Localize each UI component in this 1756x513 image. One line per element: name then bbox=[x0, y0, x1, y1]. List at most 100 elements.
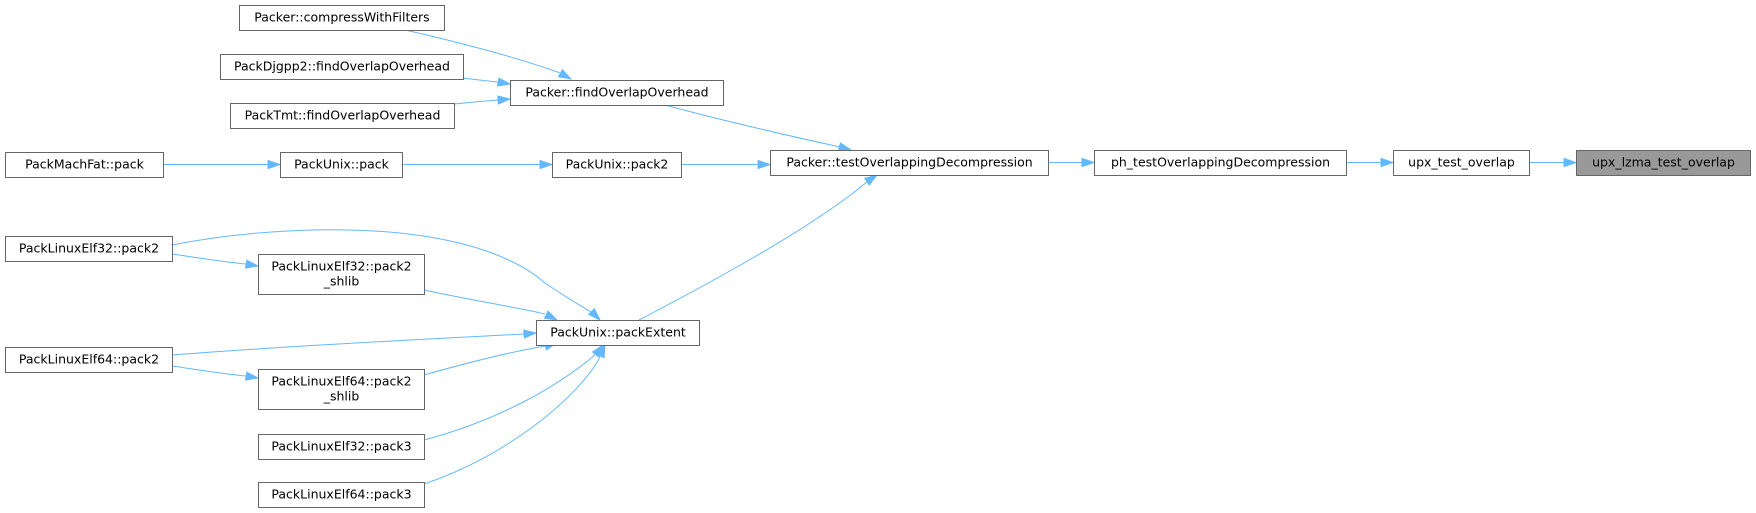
edge-arrowhead bbox=[496, 77, 512, 87]
node-box bbox=[1576, 150, 1751, 176]
edge-arrowhead bbox=[837, 142, 853, 152]
node-packlinuxelf32-pack2-shlib[interactable]: PackLinuxElf32::pack2_shlib bbox=[258, 254, 425, 295]
edge-arrowhead bbox=[497, 95, 512, 105]
node-label: PackUnix::packExtent bbox=[550, 325, 686, 340]
node-label: PackLinuxElf32::pack2 bbox=[19, 241, 159, 256]
node-packer-testoverlappingdecompression[interactable]: Packer::testOverlappingDecompression bbox=[770, 150, 1049, 176]
node-box bbox=[5, 236, 173, 262]
edge-packlinuxelf64-pack2-shlib-to-packunix-packextent bbox=[423, 341, 559, 376]
edge-arrowhead bbox=[244, 259, 260, 269]
node-box bbox=[1094, 150, 1347, 176]
edge-arrowhead bbox=[587, 307, 602, 322]
node-packer-compresswithfilters[interactable]: Packer::compressWithFilters bbox=[239, 5, 445, 31]
node-packlinuxelf64-pack3[interactable]: PackLinuxElf64::pack3 bbox=[258, 482, 425, 508]
node-packunix-pack[interactable]: PackUnix::pack bbox=[280, 152, 403, 178]
node-label: upx_lzma_test_overlap bbox=[1592, 155, 1735, 170]
edge-packer-compresswithfilters-to-packer-findoverlapoverhead bbox=[404, 29, 573, 80]
edge-line bbox=[664, 104, 841, 148]
node-box bbox=[1393, 150, 1530, 176]
node-label: PackLinuxElf32::pack3 bbox=[271, 439, 411, 454]
node-label: PackTmt::findOverlapOverhead bbox=[245, 108, 441, 123]
node-packlinuxelf32-pack3[interactable]: PackLinuxElf32::pack3 bbox=[258, 434, 425, 460]
node-box bbox=[258, 254, 425, 295]
edge-packer-testoverlappingdecompression-to-ph-testoverlappingdecompression bbox=[1048, 157, 1096, 168]
node-label: PackLinuxElf64::pack3 bbox=[271, 487, 411, 502]
edge-arrowhead bbox=[1563, 157, 1578, 168]
edge-packlinuxelf64-pack2-to-packlinuxelf64-pack2-shlib bbox=[171, 365, 260, 381]
node-upx-lzma-test-overlap[interactable]: upx_lzma_test_overlap bbox=[1576, 150, 1751, 176]
edge-line bbox=[423, 356, 601, 485]
node-label: PackUnix::pack2 bbox=[566, 157, 669, 172]
edge-line bbox=[171, 253, 247, 265]
node-label: Packer::findOverlapOverhead bbox=[525, 85, 708, 100]
node-label: ph_testOverlappingDecompression bbox=[1111, 155, 1330, 170]
node-packmachfat-pack[interactable]: PackMachFat::pack bbox=[5, 152, 164, 178]
node-packdjgpp2-findoverlapoverhead[interactable]: PackDjgpp2::findOverlapOverhead bbox=[220, 54, 464, 80]
edge-arrowhead bbox=[543, 310, 559, 321]
edge-line bbox=[638, 180, 869, 321]
node-label: _shlib bbox=[323, 389, 360, 404]
edge-line bbox=[423, 345, 546, 376]
node-box bbox=[536, 320, 700, 346]
edge-line bbox=[453, 99, 499, 105]
edge-packdjgpp2-findoverlapoverhead-to-packer-findoverlapoverhead bbox=[462, 77, 512, 87]
node-box bbox=[280, 152, 403, 178]
node-packlinuxelf64-pack2[interactable]: PackLinuxElf64::pack2 bbox=[5, 347, 173, 373]
edge-line bbox=[423, 289, 546, 315]
node-packunix-packextent[interactable]: PackUnix::packExtent bbox=[536, 320, 700, 346]
edge-line bbox=[171, 365, 247, 377]
edge-upx-test-overlap-to-upx-lzma-test-overlap bbox=[1529, 157, 1578, 168]
node-box bbox=[239, 5, 445, 31]
node-label: PackLinuxElf64::pack2 bbox=[19, 352, 159, 367]
node-label: Packer::testOverlappingDecompression bbox=[786, 155, 1032, 170]
node-label: PackDjgpp2::findOverlapOverhead bbox=[234, 59, 450, 74]
edge-packlinuxelf64-pack2-to-packunix-packextent bbox=[171, 329, 538, 356]
edges-layer bbox=[163, 29, 1578, 485]
node-packlinuxelf64-pack2-shlib[interactable]: PackLinuxElf64::pack2_shlib bbox=[258, 369, 425, 410]
edge-packtmt-findoverlapoverhead-to-packer-findoverlapoverhead bbox=[453, 95, 512, 105]
edge-arrowhead bbox=[863, 174, 879, 186]
node-label: Packer::compressWithFilters bbox=[254, 10, 429, 25]
edge-arrowhead bbox=[757, 159, 772, 170]
edge-arrowhead bbox=[557, 68, 573, 80]
edge-packlinuxelf64-pack3-to-packunix-packextent bbox=[423, 343, 606, 485]
node-label: PackLinuxElf64::pack2 bbox=[271, 374, 411, 389]
edge-packunix-pack2-to-packer-testoverlappingdecompression bbox=[681, 159, 772, 170]
node-ph-testoverlappingdecompression[interactable]: ph_testOverlappingDecompression bbox=[1094, 150, 1347, 176]
node-box bbox=[5, 152, 164, 178]
node-label: _shlib bbox=[323, 274, 360, 289]
node-packtmt-findoverlapoverhead[interactable]: PackTmt::findOverlapOverhead bbox=[230, 103, 455, 129]
node-box bbox=[220, 54, 464, 80]
node-box bbox=[5, 347, 173, 373]
edge-line bbox=[462, 77, 499, 83]
edge-arrowhead bbox=[523, 329, 538, 339]
edge-packlinuxelf32-pack2-shlib-to-packunix-packextent bbox=[423, 289, 559, 321]
edge-arrowhead bbox=[244, 371, 260, 381]
edge-line bbox=[171, 333, 525, 356]
node-label: PackLinuxElf32::pack2 bbox=[271, 259, 411, 274]
edge-packlinuxelf32-pack2-to-packlinuxelf32-pack2-shlib bbox=[171, 253, 260, 269]
node-box bbox=[552, 152, 682, 178]
node-upx-test-overlap[interactable]: upx_test_overlap bbox=[1393, 150, 1530, 176]
edge-arrowhead bbox=[539, 159, 554, 170]
node-box bbox=[230, 103, 455, 129]
node-box bbox=[258, 369, 425, 410]
node-box bbox=[258, 434, 425, 460]
edge-line bbox=[423, 353, 597, 441]
edge-packunix-pack-to-packunix-pack2 bbox=[402, 159, 554, 170]
edge-packunix-packextent-to-packer-testoverlappingdecompression bbox=[638, 174, 879, 321]
node-label: PackUnix::pack bbox=[294, 157, 390, 172]
node-box bbox=[770, 150, 1049, 176]
node-label: upx_test_overlap bbox=[1408, 155, 1515, 170]
edge-packlinuxelf32-pack2-to-packunix-packextent bbox=[171, 229, 602, 322]
edge-arrowhead bbox=[1380, 157, 1395, 168]
node-box bbox=[510, 80, 724, 106]
nodes-layer: upx_lzma_test_overlap upx_test_overlap ph_… bbox=[5, 5, 1751, 508]
node-packlinuxelf32-pack2[interactable]: PackLinuxElf32::pack2 bbox=[5, 236, 173, 262]
edge-ph-testoverlappingdecompression-to-upx-test-overlap bbox=[1346, 157, 1395, 168]
edge-packlinuxelf32-pack3-to-packunix-packextent bbox=[423, 343, 604, 441]
edge-line bbox=[404, 29, 561, 74]
node-packunix-pack2[interactable]: PackUnix::pack2 bbox=[552, 152, 682, 178]
node-packer-findoverlapoverhead[interactable]: Packer::findOverlapOverhead bbox=[510, 80, 724, 106]
